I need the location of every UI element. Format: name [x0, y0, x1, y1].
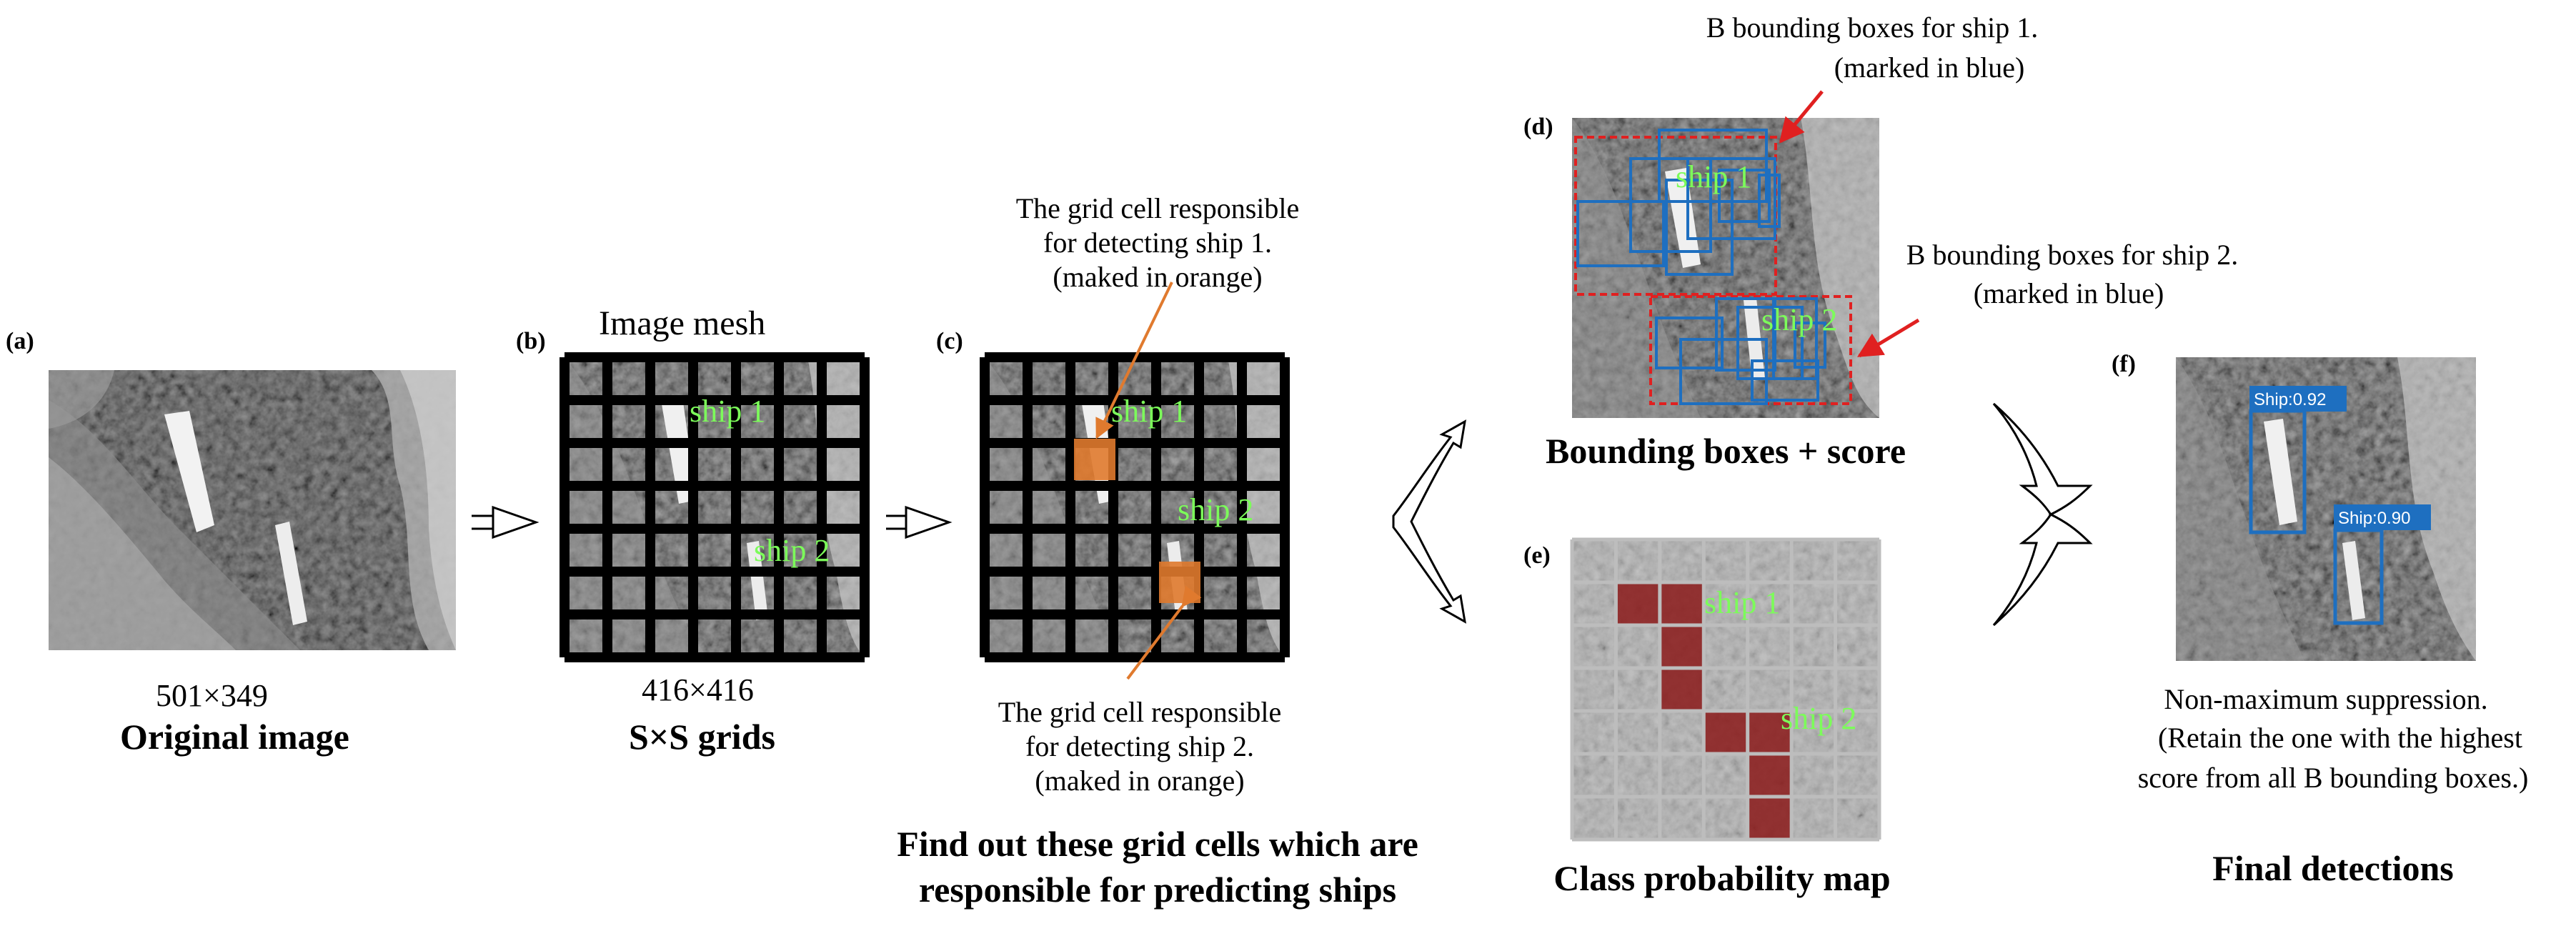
note-bottom-line-3: (maked in orange) — [1035, 765, 1244, 797]
panel-e-caption: Class probability map — [1553, 858, 1890, 898]
note-ship2-line-1: B bounding boxes for ship 2. — [1906, 239, 2238, 271]
arrow-ship1-boxes — [1779, 90, 1824, 144]
panel-b-title: Image mesh — [599, 304, 765, 342]
arrow-ship2-boxes — [1857, 318, 1920, 358]
note-top-line-2: for detecting ship 1. — [1043, 226, 1272, 259]
probability-cell — [1659, 582, 1704, 625]
panel-d-ship2-label: ship 2 — [1761, 302, 1837, 337]
ship-2-bounding-boxes — [1655, 297, 1826, 405]
probability-cell — [1659, 668, 1704, 711]
arrow-b-to-c — [886, 505, 953, 539]
panel-d-note-ship1: B bounding boxes for ship 1. (marked in … — [1706, 11, 2038, 84]
responsible-cell-ship-2 — [1159, 562, 1200, 603]
split-arrow — [1392, 419, 1466, 624]
arrow-to-cell-2 — [1126, 585, 1202, 680]
panel-d-caption: Bounding boxes + score — [1546, 431, 1906, 471]
nms-line-1: Non-maximum suppression. — [2164, 683, 2487, 715]
panel-a-size: 501×349 — [156, 678, 268, 713]
panel-e-letter: (e) — [1523, 542, 1551, 569]
arrow-to-cell-1 — [1095, 282, 1173, 439]
panel-c-grid-image — [980, 352, 1290, 662]
panel-c-ship1-label: ship 1 — [1111, 394, 1187, 429]
panel-b-grid-image — [560, 352, 870, 662]
panel-c-caption-line-2: responsible for predicting ships — [919, 870, 1396, 910]
panel-c-note-bottom: The grid cell responsible for detecting … — [998, 696, 1282, 797]
panel-f-image: Ship:0.92 Ship:0.90 — [2176, 357, 2476, 661]
note-bottom-line-2: for detecting ship 2. — [1025, 730, 1254, 762]
panel-b-caption: S×S grids — [629, 717, 775, 757]
final-box-ship-1-score: Ship:0.92 — [2254, 390, 2326, 409]
note-ship2-line-2: (marked in blue) — [1974, 277, 2164, 309]
panel-e-ship1-label: ship 1 — [1704, 585, 1780, 620]
panel-c-letter: (c) — [936, 328, 963, 354]
probability-cell — [1659, 625, 1704, 668]
panel-b-size: 416×416 — [642, 672, 754, 707]
panel-e-image — [1570, 537, 1881, 842]
panel-e: (e) ship 1 ship 2 Class probability map — [1523, 537, 1891, 898]
nms-line-3: score from all B bounding boxes.) — [2138, 762, 2529, 794]
panel-d-image — [1572, 118, 1879, 418]
ship-2-blob — [275, 522, 307, 625]
panel-b-ship2-label: ship 2 — [754, 533, 830, 568]
panel-d-note-ship2: B bounding boxes for ship 2. (marked in … — [1906, 239, 2238, 309]
final-box-ship-2-score: Ship:0.90 — [2338, 509, 2410, 528]
ship-1-blob — [164, 411, 214, 532]
responsible-cell-ship-1 — [1074, 439, 1115, 480]
panel-d: (d) — [1523, 11, 2238, 471]
panel-f: (f) Ship:0.92 Ship:0.90 Non-maximum supp… — [2112, 351, 2528, 888]
panel-b: (b) Image mesh ship 1 ship 2 416×416 S×S… — [516, 304, 870, 757]
ship-1-bounding-boxes — [1576, 129, 1781, 276]
panel-a: (a) 501×349 Original image — [6, 328, 456, 757]
panel-d-ship1-label: ship 1 — [1676, 159, 1751, 194]
note-ship1-line-2: (marked in blue) — [1834, 51, 2025, 84]
panel-a-letter: (a) — [6, 328, 34, 354]
panel-c-caption-line-1: Find out these grid cells which are — [897, 824, 1418, 864]
merge-arrow — [1992, 402, 2093, 627]
note-ship1-line-1: B bounding boxes for ship 1. — [1706, 11, 2038, 44]
panel-f-caption: Final detections — [2212, 848, 2453, 888]
panel-c-note-top: The grid cell responsible for detecting … — [1016, 192, 1300, 293]
panel-c-ship2-label: ship 2 — [1178, 492, 1253, 527]
grid-lines — [1570, 537, 1881, 842]
probability-cell — [1747, 797, 1792, 840]
grid-lines — [560, 352, 870, 662]
panel-a-caption: Original image — [120, 717, 349, 757]
panel-e-ship2-label: ship 2 — [1781, 701, 1856, 736]
probability-cell — [1747, 711, 1792, 754]
note-bottom-line-1: The grid cell responsible — [998, 696, 1282, 728]
note-top-line-3: (maked in orange) — [1053, 261, 1262, 293]
note-top-line-1: The grid cell responsible — [1016, 192, 1300, 224]
panel-b-ship1-label: ship 1 — [690, 394, 765, 429]
nms-line-2: (Retain the one with the highest — [2158, 722, 2522, 754]
final-box-ship-1-tag — [2249, 386, 2347, 412]
probability-cells — [1616, 582, 1792, 840]
panel-a-image — [49, 370, 456, 650]
panel-d-letter: (d) — [1523, 114, 1553, 140]
panel-c: (c) ship 1 ship 2 The grid cell responsi… — [897, 192, 1418, 910]
panel-f-note: Non-maximum suppression. (Retain the one… — [2138, 683, 2529, 794]
final-box-ship-2-tag — [2334, 504, 2431, 530]
panel-f-letter: (f) — [2112, 351, 2136, 377]
probability-cell — [1747, 754, 1792, 797]
arrow-a-to-b — [472, 505, 539, 539]
panel-b-letter: (b) — [516, 328, 546, 354]
probability-cell — [1704, 711, 1748, 754]
probability-cell — [1616, 582, 1660, 625]
grid-lines — [980, 352, 1290, 662]
